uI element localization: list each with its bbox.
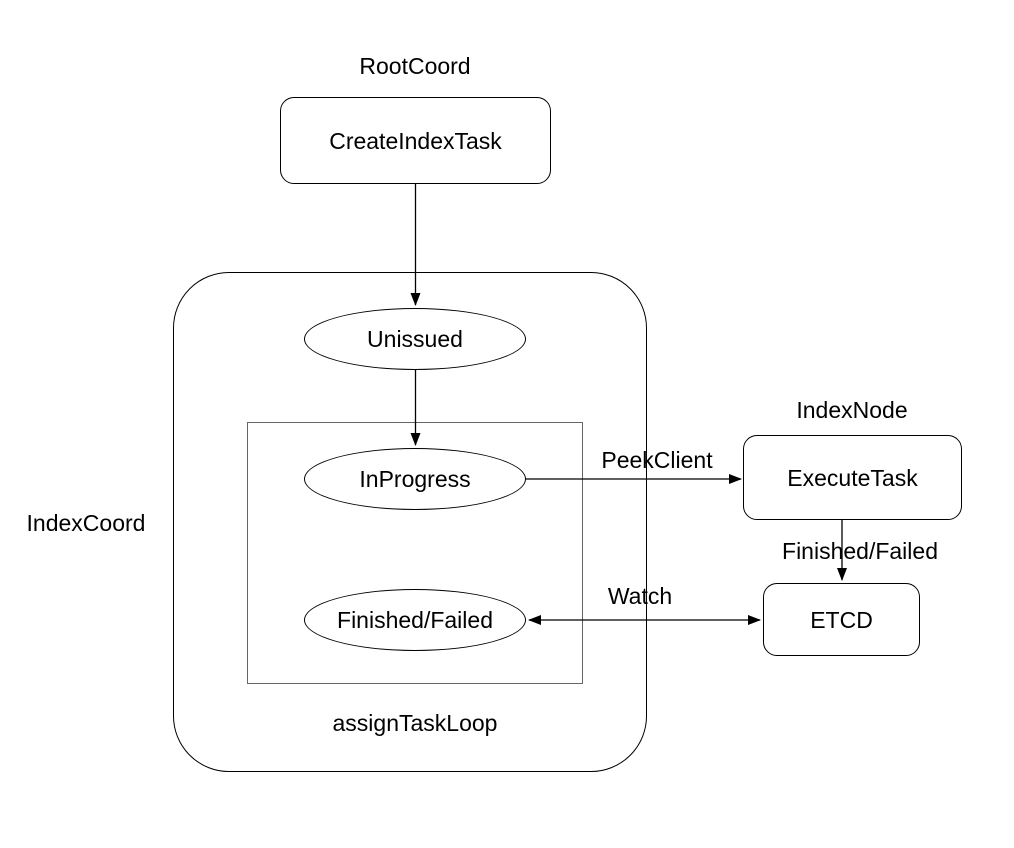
edge-label-watch: Watch (607, 583, 673, 609)
index-node-label: IndexNode (796, 397, 908, 423)
node-finished-failed: Finished/Failed (304, 589, 526, 651)
node-unissued: Unissued (304, 308, 526, 370)
edge-label-peek-client: PeekClient (601, 447, 713, 473)
node-etcd: ETCD (763, 583, 920, 656)
node-create-index-task: CreateIndexTask (280, 97, 551, 184)
node-execute-task: ExecuteTask (743, 435, 962, 520)
index-coord-label: IndexCoord (26, 510, 146, 536)
node-in-progress: InProgress (304, 448, 526, 510)
assign-task-loop-label: assignTaskLoop (332, 710, 498, 736)
edge-label-finished-failed: Finished/Failed (782, 538, 938, 564)
root-coord-label: RootCoord (359, 53, 471, 79)
